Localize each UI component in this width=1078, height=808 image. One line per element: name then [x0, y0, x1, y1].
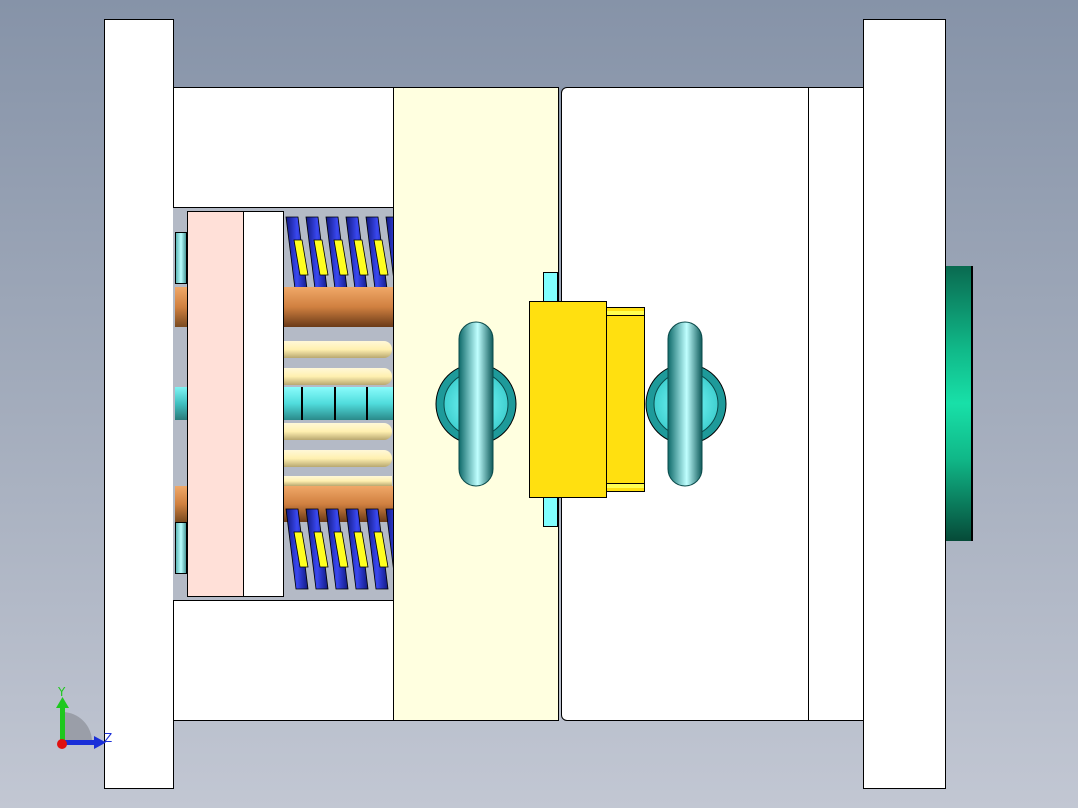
- guide-pin-end-bottom[interactable]: [175, 522, 187, 574]
- return-pin-end-bottom[interactable]: [175, 486, 187, 522]
- eye-bolt-left-icon[interactable]: [430, 318, 522, 488]
- eye-bolt-right-icon[interactable]: [640, 318, 732, 488]
- left-clamp-plate[interactable]: [104, 19, 174, 789]
- ejector-pin-3[interactable]: [284, 423, 392, 440]
- axis-triad: Y Z: [50, 686, 120, 756]
- ejector-retainer-plate[interactable]: [187, 211, 244, 597]
- sprue-puller-end[interactable]: [175, 387, 187, 420]
- spring-coil-icon: [285, 508, 394, 590]
- right-clamp-plate[interactable]: [863, 19, 946, 789]
- triad-z-label: Z: [104, 731, 113, 745]
- ejector-plate[interactable]: [243, 211, 284, 597]
- support-block-top[interactable]: [173, 87, 394, 208]
- ejector-pin-5[interactable]: [284, 476, 392, 486]
- support-block-bottom[interactable]: [173, 600, 394, 721]
- core-backing-plate[interactable]: [808, 87, 864, 721]
- guide-pin-end-top[interactable]: [175, 232, 187, 284]
- ejector-pin-2[interactable]: [284, 368, 392, 385]
- die-spring-bottom[interactable]: [284, 507, 394, 592]
- return-pin-top[interactable]: [284, 287, 394, 327]
- ejector-pin-1[interactable]: [284, 341, 392, 358]
- triad-icon: [56, 697, 106, 749]
- locating-ring[interactable]: [946, 266, 973, 541]
- triad-y-label: Y: [58, 685, 66, 699]
- molded-product[interactable]: [529, 301, 607, 498]
- sprue-puller-pin[interactable]: [284, 387, 394, 420]
- ejector-pin-4[interactable]: [284, 450, 392, 467]
- return-pin-end-top[interactable]: [175, 287, 187, 327]
- molded-product-flange[interactable]: [606, 307, 645, 492]
